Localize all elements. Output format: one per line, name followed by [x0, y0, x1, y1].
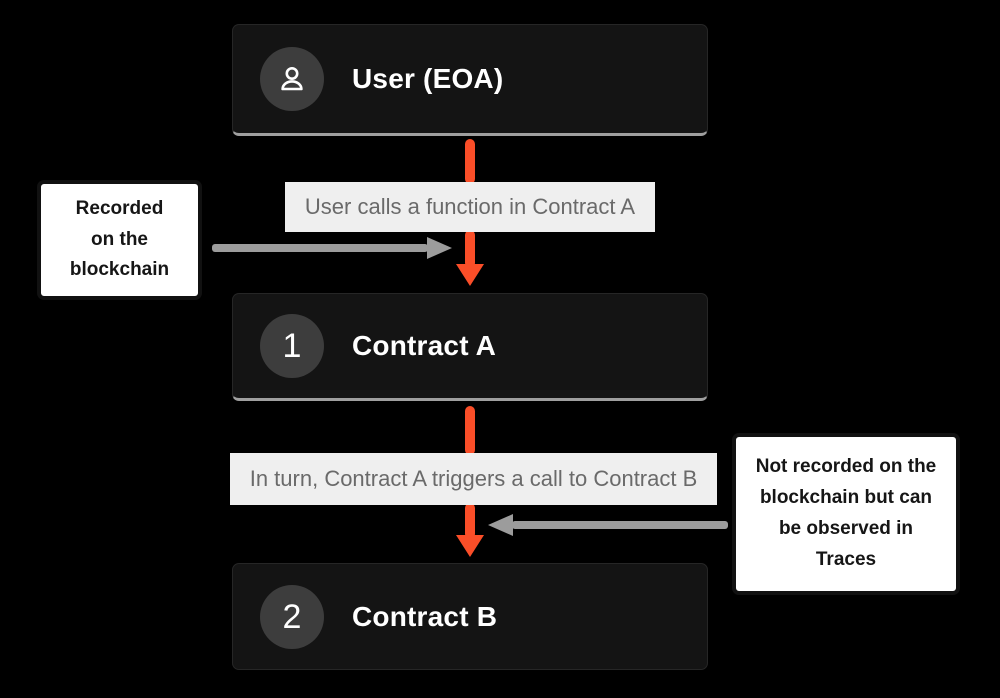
node-contract-a: 1 Contract A [232, 293, 708, 401]
node-contract-b: 2 Contract B [232, 563, 708, 670]
node-label-contract-b: Contract B [352, 600, 498, 632]
node-label-user: User (EOA) [352, 63, 504, 94]
flow-arrow-1-shaft-bottom [465, 230, 475, 268]
flow-arrow-2-arrowhead-icon [456, 535, 484, 557]
contract-a-number: 1 [282, 327, 302, 365]
annotation-right-arrow-shaft [512, 521, 728, 529]
flow-caption-2: In turn, Contract A triggers a call to C… [230, 453, 717, 505]
annotation-recorded-on-blockchain: Recorded on the blockchain [37, 180, 202, 300]
node-label-contract-a: Contract A [352, 330, 497, 361]
annotation-right-text: Not recorded on the blockchain but can b… [755, 456, 937, 570]
annotation-left-text: Recorded on the blockchain [69, 197, 170, 281]
person-icon [281, 67, 303, 91]
contract-a-badge: 1 [260, 314, 324, 378]
contract-b-badge: 2 [260, 584, 324, 649]
annotation-left-arrow-shaft [212, 244, 428, 252]
annotation-left-arrowhead-icon [427, 237, 452, 259]
flow-caption-1: User calls a function in Contract A [285, 182, 655, 232]
node-user-eoa: User (EOA) [232, 24, 708, 136]
flow-arrow-1-shaft-top [465, 139, 475, 184]
annotation-not-recorded-traces: Not recorded on the blockchain but can b… [732, 433, 960, 595]
annotation-right-arrowhead-icon [488, 514, 513, 536]
contract-b-number: 2 [282, 597, 302, 636]
user-avatar [260, 47, 324, 111]
flow-arrow-2-shaft-bottom [465, 503, 475, 539]
flow-arrow-2-shaft-top [465, 406, 475, 455]
flow-arrow-1-arrowhead-icon [456, 264, 484, 286]
